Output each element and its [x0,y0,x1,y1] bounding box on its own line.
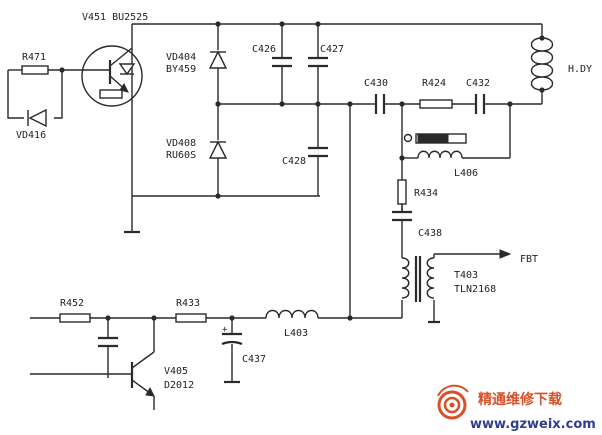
resistor-r424 [419,99,453,109]
capacitor-c432 [472,94,486,114]
label-vd408: VD408 [166,138,196,149]
label-c427: C427 [320,44,344,55]
resistor-r452 [59,313,91,323]
capacitor-c428 [308,146,328,158]
capacitor-c438 [392,204,412,226]
label-r424: R424 [422,78,446,89]
watermark: 精通维修下载 www.gzweix.com [437,384,596,432]
label-r452: R452 [60,298,84,309]
resistor-r434 [397,179,407,205]
capacitor-c430 [370,94,386,114]
adjust-slider-element [403,133,467,144]
label-v405: V405 [164,366,188,377]
label-r471: R471 [22,52,46,63]
label-hdy: H.DY [568,64,592,75]
watermark-logo-icon [437,384,469,420]
label-c432: C432 [466,78,490,89]
label-vd416: VD416 [16,130,46,141]
transformer-t403 [401,254,435,302]
inductor-l403 [265,309,319,319]
label-tln2168: TLN2168 [454,284,496,295]
diode-vd404 [208,50,228,69]
fbt-arrow-icon [499,249,512,259]
transistor-v451 [81,45,143,107]
label-c430: C430 [364,78,388,89]
label-fbt: FBT [520,254,538,265]
capacitor-c427 [308,56,328,68]
junctions [59,21,545,321]
capacitor-c437: + [221,325,243,346]
label-r433: R433 [176,298,200,309]
capacitor-r452-filter [98,336,118,348]
label-vd404: VD404 [166,52,196,63]
wires [7,23,543,384]
label-c428: C428 [282,156,306,167]
diode-vd416 [27,108,47,128]
capacitor-c426 [272,56,292,68]
label-c438: C438 [418,228,442,239]
watermark-title: 精通维修下载 [478,391,562,408]
resistor-r433 [175,313,207,323]
label-c426: C426 [252,44,276,55]
transistor-v405 [130,351,155,410]
label-c437: C437 [242,354,266,365]
label-l403: L403 [284,328,308,339]
label-by459: BY459 [166,64,196,75]
label-t403: T403 [454,270,478,281]
svg-text:+: + [222,325,228,335]
label-l406: L406 [454,168,478,179]
watermark-url: www.gzweix.com [470,417,596,432]
component-labels: V451 BU2525 R471 VD416 VD404 BY459 VD408… [16,12,592,391]
label-ru60s: RU60S [166,150,196,161]
inductor-l406 [417,150,463,159]
deflection-coil-hdy [530,37,554,91]
label-v451: V451 BU2525 [82,12,148,23]
resistor-r471 [21,65,49,75]
label-d2012: D2012 [164,380,194,391]
diode-vd408 [208,140,228,159]
label-r434: R434 [414,188,438,199]
